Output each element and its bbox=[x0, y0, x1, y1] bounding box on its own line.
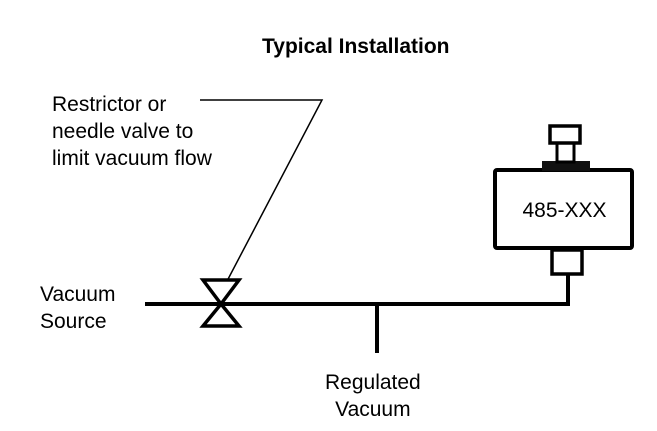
callout-line-1: Restrictor or bbox=[52, 93, 167, 116]
device-top-cap bbox=[548, 124, 582, 145]
regulated-line-2: Vacuum bbox=[335, 398, 411, 421]
callout-leader-line bbox=[200, 99, 324, 284]
diagram-title: Typical Installation bbox=[262, 35, 450, 58]
device-top-base bbox=[542, 161, 590, 171]
regulated-line-1: Regulated bbox=[325, 371, 421, 394]
callout-line-2: needle valve to bbox=[52, 120, 194, 143]
device-top-stem bbox=[555, 140, 576, 164]
callout-line-3: limit vacuum flow bbox=[52, 147, 212, 170]
valve-callout-label: Restrictor or needle valve to limit vacu… bbox=[52, 91, 212, 172]
source-line-2: Source bbox=[40, 310, 107, 333]
valve-icon bbox=[199, 278, 243, 328]
vacuum-source-label: Vacuum Source bbox=[40, 281, 115, 335]
device-model-label: 485-XXX bbox=[522, 199, 607, 222]
source-line-1: Vacuum bbox=[40, 283, 116, 306]
device-bottom-port bbox=[550, 248, 584, 276]
regulated-vacuum-label: Regulated Vacuum bbox=[325, 369, 421, 423]
